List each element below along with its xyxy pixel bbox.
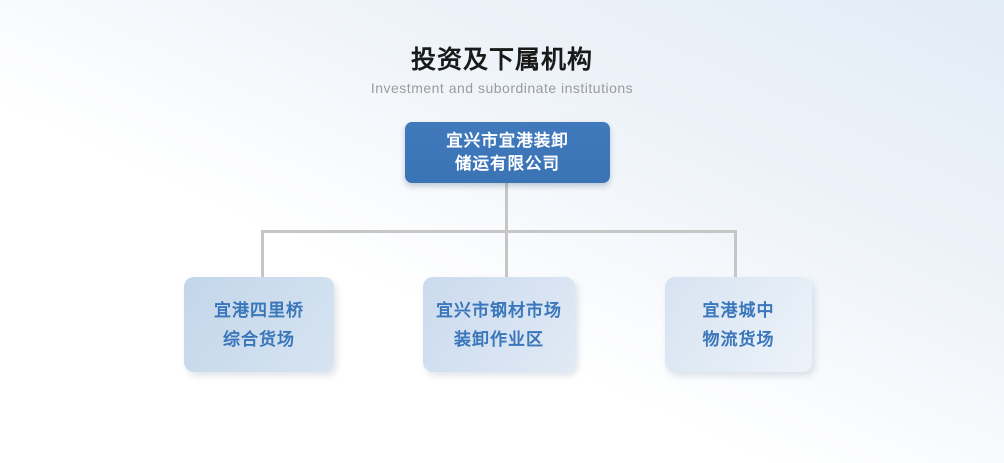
org-node-label-line1: 宜港四里桥 — [214, 300, 304, 320]
org-node-root: 宜兴市宜港装卸 储运有限公司 — [405, 122, 610, 183]
page-title: 投资及下属机构 — [410, 46, 593, 74]
org-node-root-label-line2: 储运有限公司 — [455, 154, 560, 173]
org-node-label-line1: 宜兴市钢材市场 — [436, 300, 562, 320]
org-node-label-line2: 物流货场 — [702, 329, 775, 349]
page-header: 投资及下属机构 Investment and subordinate insti… — [0, 46, 1004, 96]
org-node-label-line1: 宜港城中 — [702, 300, 775, 320]
org-node-label-line2: 综合货场 — [223, 329, 295, 349]
org-node-root-label-line1: 宜兴市宜港装卸 — [446, 131, 569, 150]
org-node-child-siliqiao-yard: 宜港四里桥 综合货场 — [184, 277, 334, 372]
connector-drop-left — [261, 230, 264, 277]
connector-drop-center — [505, 230, 508, 277]
connector-drop-right — [734, 230, 737, 277]
org-node-label-line2: 装卸作业区 — [454, 329, 544, 349]
connector-root-vertical — [505, 183, 508, 233]
org-node-child-steel-market-area: 宜兴市钢材市场 装卸作业区 — [423, 277, 575, 372]
page-subtitle: Investment and subordinate institutions — [370, 80, 634, 96]
org-node-child-chengzhong-logistics-yard: 宜港城中 物流货场 — [665, 277, 812, 372]
connector-horizontal — [261, 230, 737, 233]
